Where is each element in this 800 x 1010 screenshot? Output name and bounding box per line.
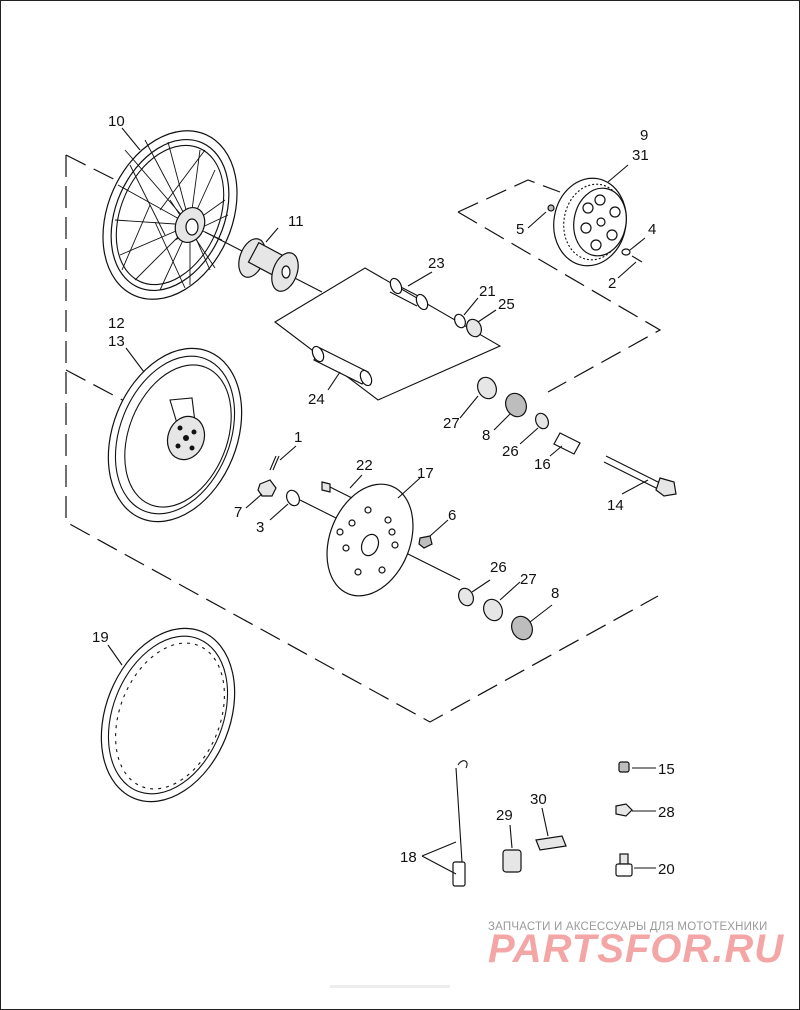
sprocket-frame-top — [457, 179, 561, 213]
assembly-outline-left — [65, 155, 659, 723]
brake-disc-17 — [299, 483, 461, 597]
nut-7 — [257, 479, 277, 497]
nipple-29 — [502, 849, 522, 873]
valve-stem-20 — [615, 853, 633, 877]
washer-3 — [285, 489, 301, 507]
bolt-22 — [321, 481, 353, 499]
callout-27-lower: 27 — [520, 571, 537, 588]
callout-8-lower: 8 — [551, 585, 559, 602]
callout-2: 2 — [608, 275, 616, 292]
spacer-sleeve-23 — [389, 277, 429, 311]
bearing-27-lower — [483, 598, 503, 622]
spoked-wheel — [102, 130, 238, 300]
callout-31: 31 — [632, 147, 649, 164]
spacer-16 — [553, 432, 581, 455]
callout-15: 15 — [658, 761, 675, 778]
callout-16: 16 — [534, 456, 551, 473]
spoke-18 — [452, 760, 468, 887]
bearing-8-lower — [511, 615, 533, 641]
cotter-pin-1 — [269, 455, 280, 471]
wheel-hub — [204, 231, 323, 293]
callout-18: 18 — [400, 849, 417, 866]
callout-19: 19 — [92, 629, 109, 646]
callout-23: 23 — [428, 255, 445, 272]
leader-lines — [107, 127, 656, 875]
nut-28 — [615, 803, 633, 817]
fastener-5 — [547, 204, 555, 212]
axle-bolt-14 — [603, 455, 677, 497]
callout-17: 17 — [417, 465, 434, 482]
rim — [100, 627, 236, 803]
callout-28: 28 — [658, 804, 675, 821]
callout-26-lower: 26 — [490, 559, 507, 576]
cast-wheel — [107, 347, 243, 523]
spacer-25 — [466, 318, 482, 338]
callout-12: 12 — [108, 315, 125, 332]
spacer-21 — [453, 313, 467, 329]
callout-4: 4 — [648, 221, 656, 238]
callout-24: 24 — [308, 391, 325, 408]
axle-tube-24 — [311, 345, 373, 387]
screw-2 — [631, 255, 643, 263]
spacer-26-upper — [534, 412, 550, 430]
callout-1: 1 — [294, 429, 302, 446]
callout-7: 7 — [234, 504, 242, 521]
sprocket-frame-bottom — [457, 211, 662, 393]
watermark-caption: ЗАПЧАСТИ И АКСЕССУАРЫ ДЛЯ МОТОТЕХНИКИ — [488, 921, 768, 933]
callout-21: 21 — [479, 283, 496, 300]
watermark-brand: PARTSFOR.RU — [488, 927, 784, 971]
callout-3: 3 — [256, 519, 264, 536]
callout-11: 11 — [288, 213, 304, 230]
callout-27-upper: 27 — [443, 415, 460, 432]
assembly-outline-mid — [65, 369, 161, 421]
callout-25: 25 — [498, 296, 515, 313]
assembly-outline-top — [65, 154, 166, 206]
bearing-8-upper — [505, 392, 527, 418]
callout-8-upper: 8 — [482, 427, 490, 444]
washer-4 — [621, 248, 631, 256]
callout-20: 20 — [658, 861, 675, 878]
callout-9: 9 — [640, 127, 648, 144]
callout-30: 30 — [530, 791, 547, 808]
callout-6: 6 — [448, 507, 456, 524]
bearing-27-upper — [477, 376, 497, 400]
cap-15 — [618, 761, 630, 773]
hub-parts-box — [274, 267, 502, 401]
callout-26-upper: 26 — [502, 443, 519, 460]
callout-29: 29 — [496, 807, 513, 824]
callout-13: 13 — [108, 333, 125, 350]
nut-6 — [418, 535, 433, 549]
pulley-sprocket — [553, 177, 627, 267]
callout-5: 5 — [516, 221, 524, 238]
watermark-faint-strip — [330, 985, 450, 988]
balance-weight-30 — [535, 835, 567, 851]
callout-10: 10 — [108, 113, 125, 130]
callout-14: 14 — [607, 497, 624, 514]
callout-22: 22 — [356, 457, 373, 474]
spacer-26-lower — [458, 587, 474, 607]
